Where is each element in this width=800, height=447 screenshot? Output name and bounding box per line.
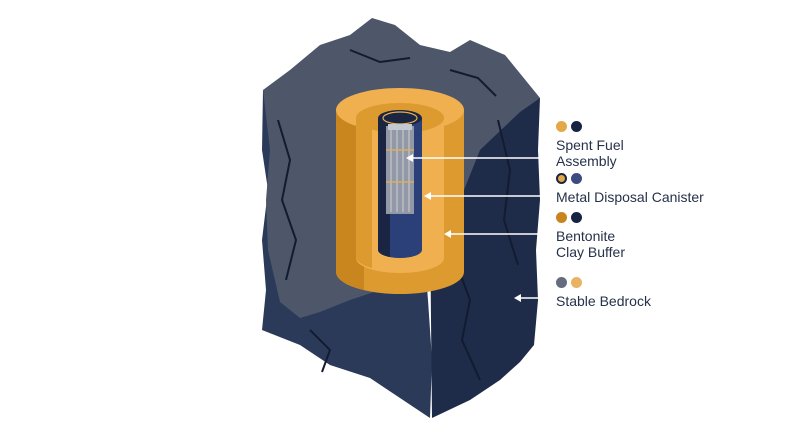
- swatch-dot: [571, 121, 582, 132]
- swatch-dot: [571, 173, 582, 184]
- leader-arrow-bedrock: [514, 294, 521, 302]
- legend-item-bedrock: Stable Bedrock: [556, 277, 651, 309]
- leader-arrow-clay: [444, 230, 451, 238]
- swatch-dot: [556, 277, 567, 288]
- legend-swatches: [556, 212, 625, 223]
- legend-label-canister: Metal Disposal Canister: [556, 189, 704, 205]
- swatch-dot: [556, 121, 567, 132]
- legend-item-clay: Bentonite Clay Buffer: [556, 212, 625, 260]
- rock-crack-3: [454, 259, 481, 381]
- rock-crack-1: [277, 119, 298, 281]
- swatch-dot: [556, 173, 567, 184]
- rock-crack-4: [497, 119, 519, 266]
- legend-label-fuel: Spent Fuel Assembly: [556, 137, 624, 169]
- rock-crack-2: [309, 329, 332, 373]
- leader-arrow-canister: [424, 192, 431, 200]
- legend-swatches: [556, 277, 651, 288]
- legend-label-clay: Bentonite Clay Buffer: [556, 228, 625, 260]
- leader-lines: [406, 154, 546, 302]
- swatch-dot: [571, 212, 582, 223]
- clay-inner-shade: [356, 118, 372, 268]
- swatch-dot: [556, 212, 567, 223]
- legend-label-bedrock: Stable Bedrock: [556, 293, 651, 309]
- legend-swatches: [556, 121, 624, 132]
- rock-crack-5: [349, 49, 411, 64]
- fuel-rod-bundle: [386, 126, 414, 214]
- legend-swatches: [556, 173, 704, 184]
- swatch-dot: [571, 277, 582, 288]
- leader-arrow-fuel: [406, 154, 413, 162]
- rock-crack-6: [449, 69, 497, 97]
- fuel-top-grid: [388, 124, 412, 130]
- legend-item-canister: Metal Disposal Canister: [556, 173, 704, 205]
- fuel-assembly: [386, 124, 414, 214]
- legend-item-fuel: Spent Fuel Assembly: [556, 121, 624, 169]
- rock-right-face: [430, 92, 540, 418]
